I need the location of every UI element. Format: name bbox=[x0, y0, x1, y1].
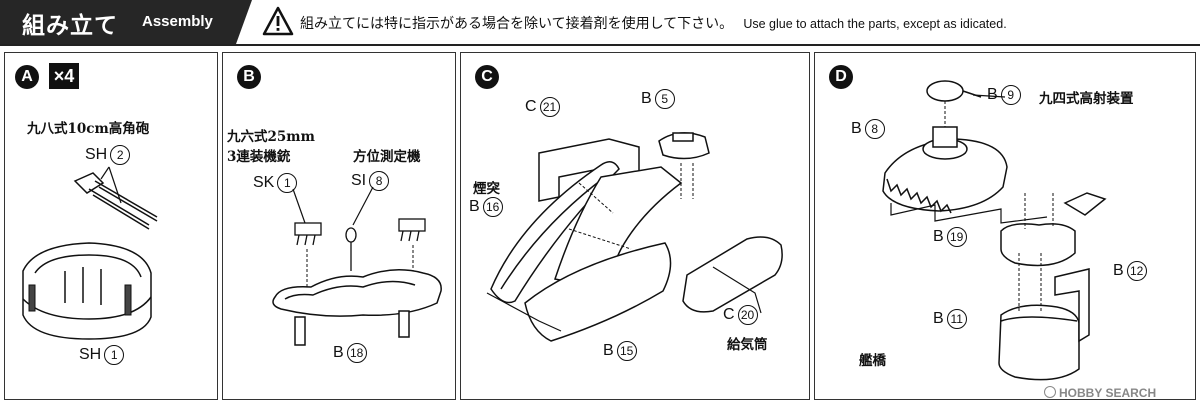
direction-finder-label: 方位測定機 bbox=[353, 149, 421, 165]
part-code: SH bbox=[85, 146, 108, 164]
part-number: 8 bbox=[864, 119, 885, 139]
bridge-label: 艦橋 bbox=[859, 353, 886, 369]
step-badge-c: C bbox=[475, 65, 499, 89]
part-number: 15 bbox=[616, 341, 637, 361]
funnel-label: 煙突 bbox=[473, 181, 500, 197]
title-block: 組み立て Assembly bbox=[0, 0, 252, 44]
title-jp: 組み立て bbox=[22, 13, 118, 39]
part-number: 9 bbox=[1000, 85, 1021, 105]
part-number: 11 bbox=[946, 309, 967, 329]
aa-gun-name-label: 九六式25mm bbox=[227, 129, 315, 145]
part-code: B bbox=[603, 342, 614, 360]
part-number: 16 bbox=[482, 197, 503, 217]
part-code: C bbox=[723, 306, 735, 324]
part-number: 8 bbox=[369, 171, 390, 191]
notice-en: Use glue to attach the parts, except as … bbox=[743, 17, 1007, 31]
part-code: SK bbox=[253, 174, 275, 192]
funnel-drawing bbox=[486, 132, 783, 342]
intake-label: 給気筒 bbox=[727, 337, 768, 353]
assembly-header: 組み立て Assembly 組み立てには特に指示がある場合を除いて接着剤を使用し… bbox=[0, 0, 1200, 46]
part-code: B bbox=[851, 120, 862, 138]
part-code: SI bbox=[351, 172, 367, 190]
part-number: 18 bbox=[346, 343, 367, 363]
part-number: 19 bbox=[946, 227, 967, 247]
quantity-multiplier: ×4 bbox=[49, 63, 79, 89]
notice-jp: 組み立てには特に指示がある場合を除いて接着剤を使用して下さい。 bbox=[300, 16, 734, 32]
part-code: B bbox=[933, 228, 944, 246]
watermark-text: HOBBY SEARCH bbox=[1059, 386, 1157, 400]
aa-platform-drawing bbox=[272, 186, 442, 346]
part-code: B bbox=[333, 344, 344, 362]
step-badge-d: D bbox=[829, 65, 853, 89]
title-en: Assembly bbox=[142, 13, 213, 30]
part-number: 2 bbox=[110, 145, 131, 165]
part-number: 5 bbox=[654, 89, 675, 109]
part-number: 20 bbox=[737, 305, 758, 325]
part-number: 12 bbox=[1126, 261, 1147, 281]
director-label: 九四式高射装置 bbox=[1039, 91, 1134, 107]
step-badge-b: B bbox=[237, 65, 261, 89]
aa-gun-type-label: 3連装機銃 bbox=[227, 149, 291, 165]
part-number: 1 bbox=[104, 345, 125, 365]
part-code: B bbox=[641, 90, 652, 108]
glue-notice: 組み立てには特に指示がある場合を除いて接着剤を使用して下さい。 Use glue… bbox=[300, 13, 1007, 33]
part-number: 1 bbox=[277, 173, 298, 193]
watermark-logo-icon bbox=[1044, 386, 1056, 398]
watermark: HOBBY SEARCH bbox=[1044, 386, 1156, 400]
part-code: B bbox=[1113, 262, 1124, 280]
part-number: 21 bbox=[539, 97, 560, 117]
part-code: B bbox=[469, 198, 480, 216]
part-code: B bbox=[987, 86, 998, 104]
bridge-drawing bbox=[882, 80, 1107, 381]
gun-mount-drawing bbox=[22, 166, 158, 340]
step-badge-a: A bbox=[15, 65, 39, 89]
warning-icon bbox=[262, 6, 294, 36]
part-code: SH bbox=[79, 346, 102, 364]
gun-name-label: 九八式10cm高角砲 bbox=[27, 121, 150, 137]
part-code: C bbox=[525, 98, 537, 116]
part-code: B bbox=[933, 310, 944, 328]
